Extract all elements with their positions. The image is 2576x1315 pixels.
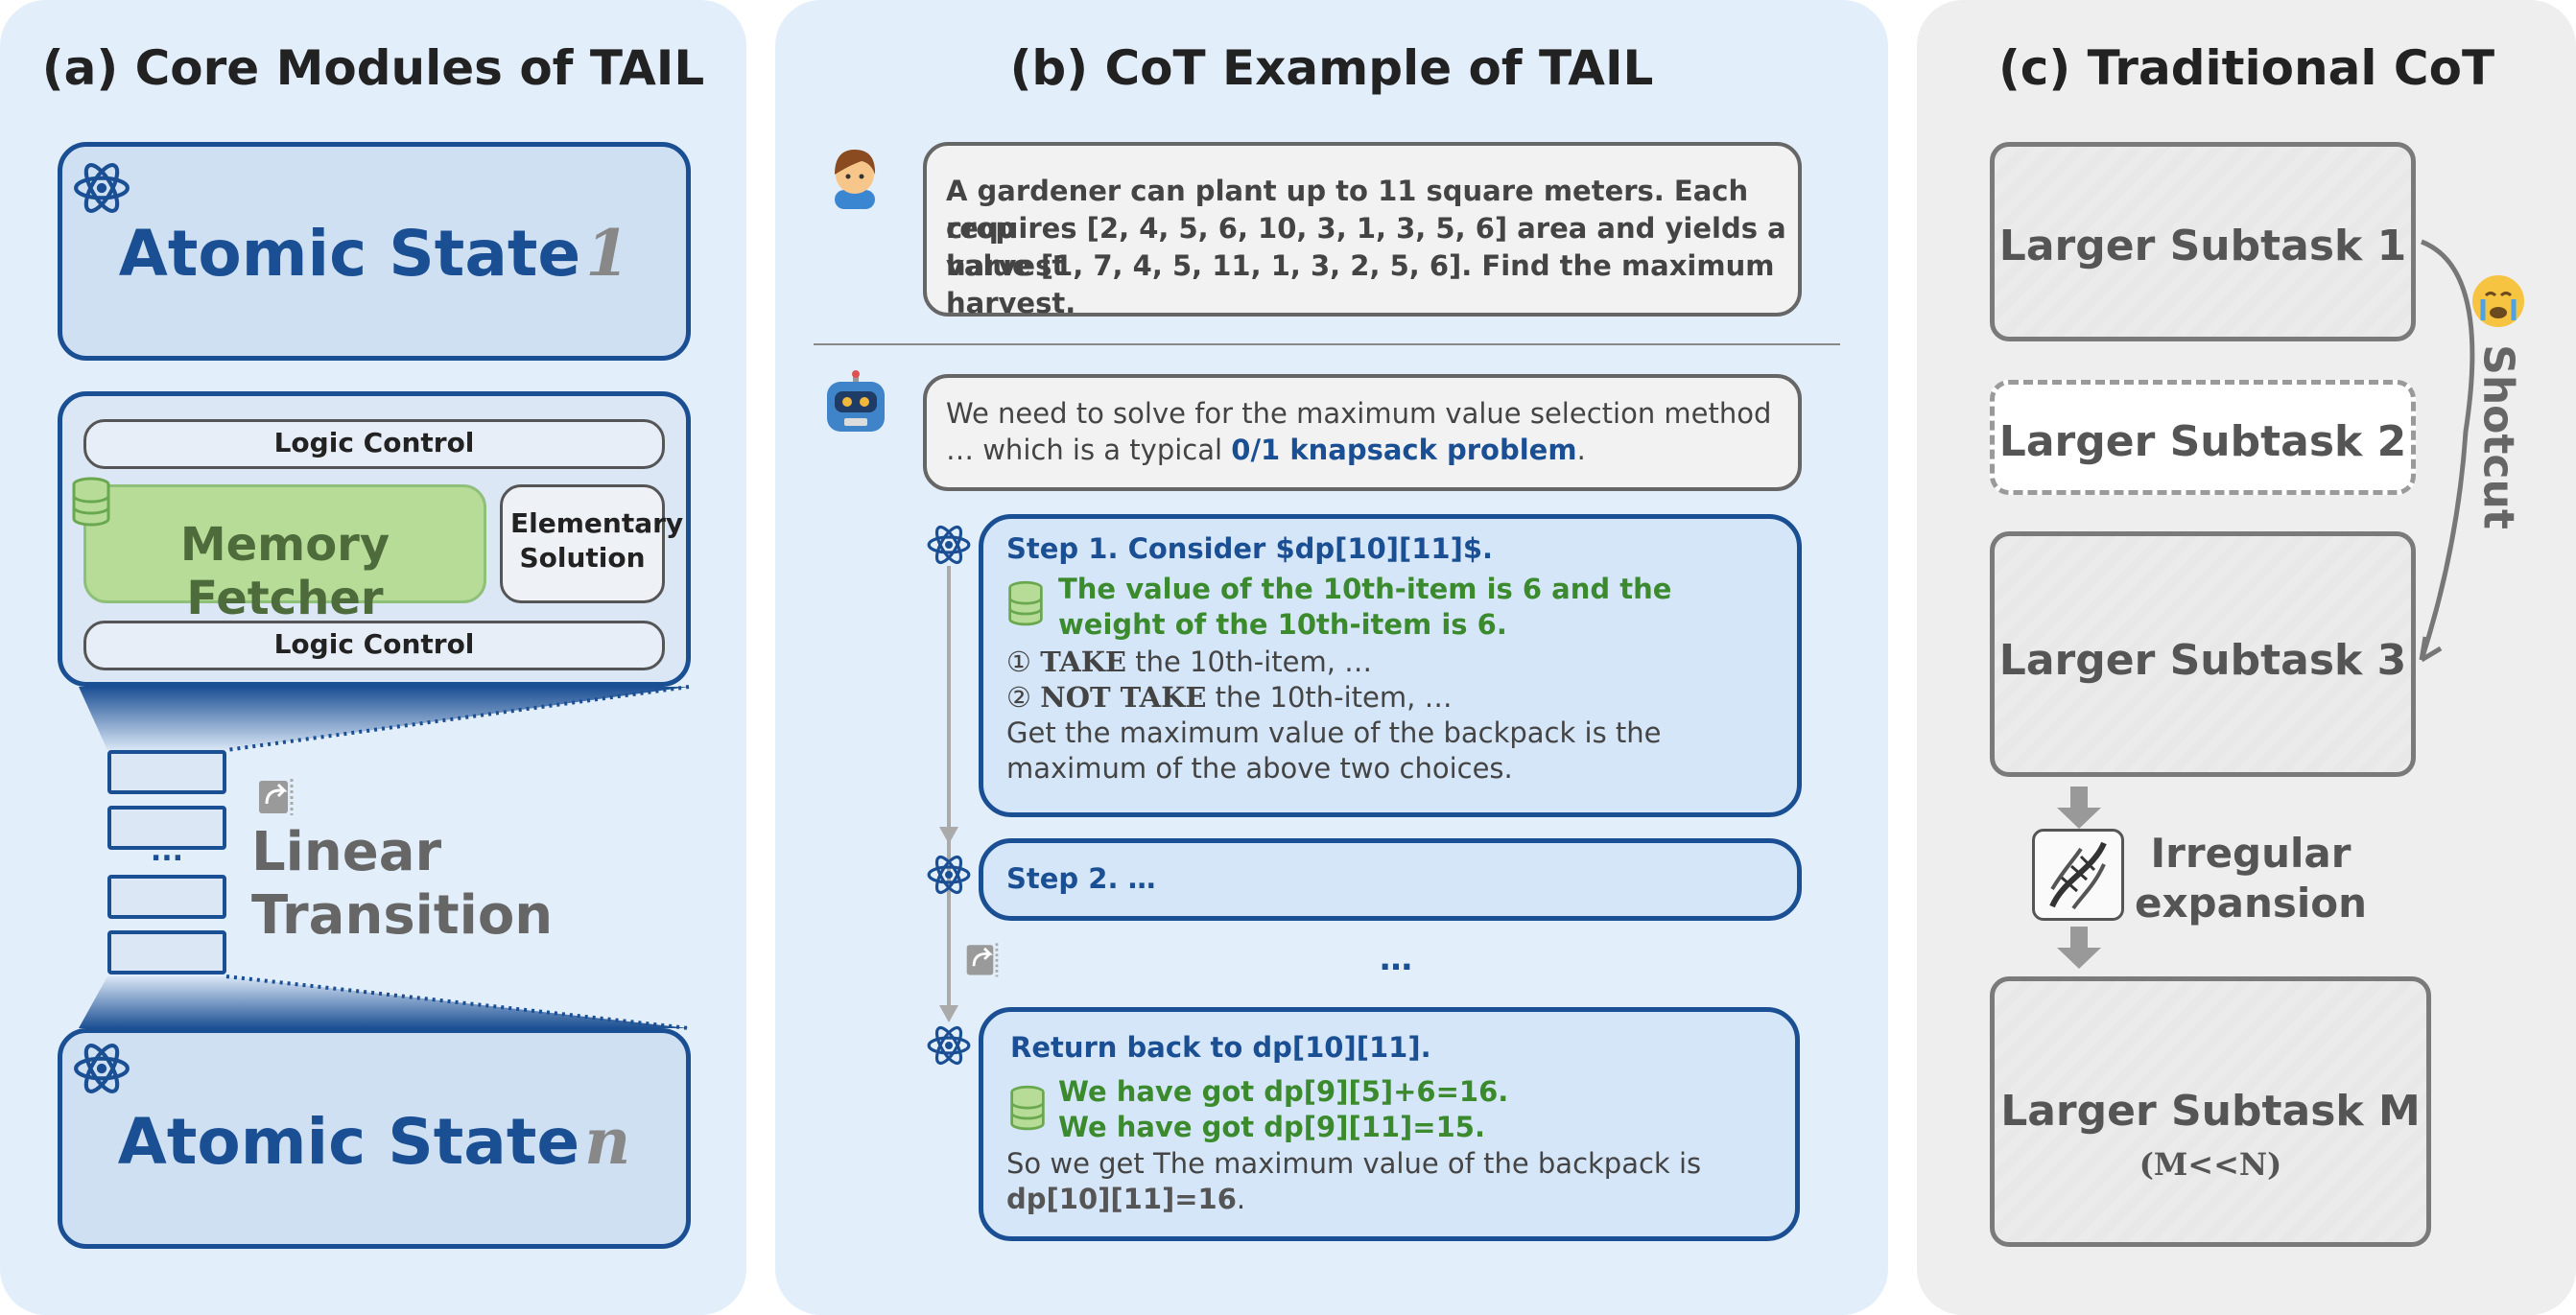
answer-line-2-post: . (1576, 434, 1586, 466)
step-1-box: Step 1. Consider $dp[10][11]$. The value… (979, 514, 1802, 817)
return-line-4: dp[10][11]=16. (1006, 1182, 1245, 1217)
step-1-memory-line-2: weight of the 10th-item is 6. (1058, 608, 1507, 641)
atomic-state-1-box: Atomic State 1 (58, 142, 691, 361)
atom-icon (927, 525, 971, 565)
step-1-memory-line-1: The value of the 10th-item is 6 and the (1058, 573, 1672, 605)
atom-icon (927, 855, 971, 895)
memory-fetcher-label: Memory Fetcher (179, 518, 390, 625)
subtask-2-label: Larger Subtask 2 (1998, 417, 2407, 466)
step-1-title: Step 1. Consider $dp[10][11]$. (1006, 532, 1494, 565)
atomic-state-n-number: n (584, 1104, 631, 1179)
atom-icon (74, 1044, 130, 1093)
panel-c-title: (c) Traditional CoT (1997, 40, 2495, 96)
question-line-2: requires [2, 4, 5, 6, 10, 3, 1, 3, 5, 6]… (946, 212, 1786, 282)
question-line-3: value [1, 7, 4, 5, 11, 1, 3, 2, 5, 6]. F… (946, 249, 1775, 319)
arrow-down-icon (939, 827, 958, 844)
answer-line-2-pre: … which is a typical (946, 434, 1232, 466)
step-1-line-5: Get the maximum value of the backpack is… (1006, 716, 1662, 749)
step-1-not-take-keyword: NOT TAKE (1040, 681, 1207, 714)
step-1-line-6: maximum of the above two choices. (1006, 752, 1513, 785)
return-line-4-end: . (1236, 1183, 1246, 1215)
step-1-take-keyword: TAKE (1040, 646, 1127, 678)
question-box: A gardener can plant up to 11 square met… (923, 142, 1802, 319)
memory-fetcher-box: Memory Fetcher (83, 484, 486, 625)
arrow-down-icon (939, 1005, 958, 1022)
atomic-state-1-number: 1 (585, 216, 630, 291)
database-icon (1008, 580, 1043, 626)
robot-emoji (821, 370, 890, 439)
logic-control-bottom: Logic Control (83, 621, 665, 670)
subtask-1-label: Larger Subtask 1 (1998, 222, 2407, 270)
database-icon (72, 477, 110, 527)
timeline-line (947, 566, 951, 1017)
divider (814, 343, 1840, 345)
atomic-state-n-label: Atomic State (117, 1105, 580, 1179)
answer-line-1: We need to solve for the maximum value s… (946, 397, 1772, 430)
subtask-3-label: Larger Subtask 3 (1998, 636, 2407, 685)
return-memory-line-1: We have got dp[9][5]+6=16. (1058, 1075, 1509, 1108)
answer-box: We need to solve for the maximum value s… (923, 374, 1802, 491)
atomic-state-n-box: Atomic State n (58, 1028, 691, 1249)
person-emoji (821, 142, 888, 209)
atom-icon (74, 163, 130, 213)
subtask-3-box: Larger Subtask 3 (1990, 531, 2416, 777)
atomic-state-1-label: Atomic State (118, 217, 581, 291)
return-result: dp[10][11]=16 (1006, 1183, 1237, 1215)
step-1-take-rest: the 10th-item, … (1126, 646, 1373, 678)
subtask-m-note: (M<<N) (2139, 1146, 2282, 1183)
panel-b-title: (b) CoT Example of TAIL (1009, 40, 1654, 96)
state-stack-4 (107, 930, 226, 975)
return-line-3: So we get The maximum value of the backp… (1006, 1147, 1702, 1180)
elementary-solution-label: Elementary Solution (510, 507, 684, 574)
step-1-not-take-line: ② NOT TAKE the 10th-item, … (1006, 680, 1453, 716)
state-stack-2 (107, 806, 226, 850)
transition-icon (259, 779, 294, 815)
arrow-down-icon (2057, 787, 2101, 829)
crying-emoji (2470, 272, 2527, 330)
linear-transition-label: Linear Transition (251, 821, 554, 947)
database-icon (1010, 1085, 1045, 1131)
subtask-m-box: Larger Subtask M (M<<N) (1990, 976, 2431, 1247)
logic-control-top: Logic Control (83, 419, 665, 469)
step-2-box: Step 2. … (979, 838, 1802, 921)
subtask-2-box: Larger Subtask 2 (1990, 380, 2416, 495)
state-stack-3 (107, 875, 226, 919)
state-stack-ellipsis: ... (150, 834, 184, 868)
atom-icon (927, 1025, 971, 1066)
panel-a-title: (a) Core Modules of TAIL (41, 40, 705, 96)
subtask-m-label: Larger Subtask M (2000, 1087, 2421, 1136)
knapsack-highlight: 0/1 knapsack problem (1231, 434, 1577, 466)
subtask-1-box: Larger Subtask 1 (1990, 142, 2416, 341)
step-1-take-number: ① (1006, 646, 1031, 678)
step-ellipsis: … (1380, 940, 1412, 978)
question-line-1: A gardener can plant up to 11 square met… (946, 175, 1749, 245)
return-memory-line-2: We have got dp[9][11]=15. (1058, 1111, 1485, 1143)
arrow-down-icon (2057, 927, 2101, 969)
answer-line-2: … which is a typical 0/1 knapsack proble… (946, 432, 1586, 469)
module-box: Logic Control Memory Fetcher Elementary … (58, 391, 691, 687)
elementary-solution-box: Elementary Solution (500, 484, 684, 603)
step-1-take-line: ① TAKE the 10th-item, … (1006, 645, 1372, 680)
state-stack-1 (107, 750, 226, 794)
step-2-title: Step 2. … (1006, 862, 1156, 895)
return-title: Return back to dp[10][11]. (1010, 1031, 1431, 1064)
return-box: Return back to dp[10][11]. We have got d… (979, 1007, 1800, 1241)
transition-icon (966, 943, 999, 977)
step-1-not-take-number: ② (1006, 681, 1031, 714)
step-1-not-take-rest: the 10th-item, … (1206, 681, 1453, 714)
shortcut-label: Shotcut (2473, 344, 2523, 529)
irregular-expansion-label: Irregular expansion (2134, 830, 2368, 927)
shortcut-arrow (2419, 239, 2475, 663)
dna-icon (2032, 829, 2124, 921)
